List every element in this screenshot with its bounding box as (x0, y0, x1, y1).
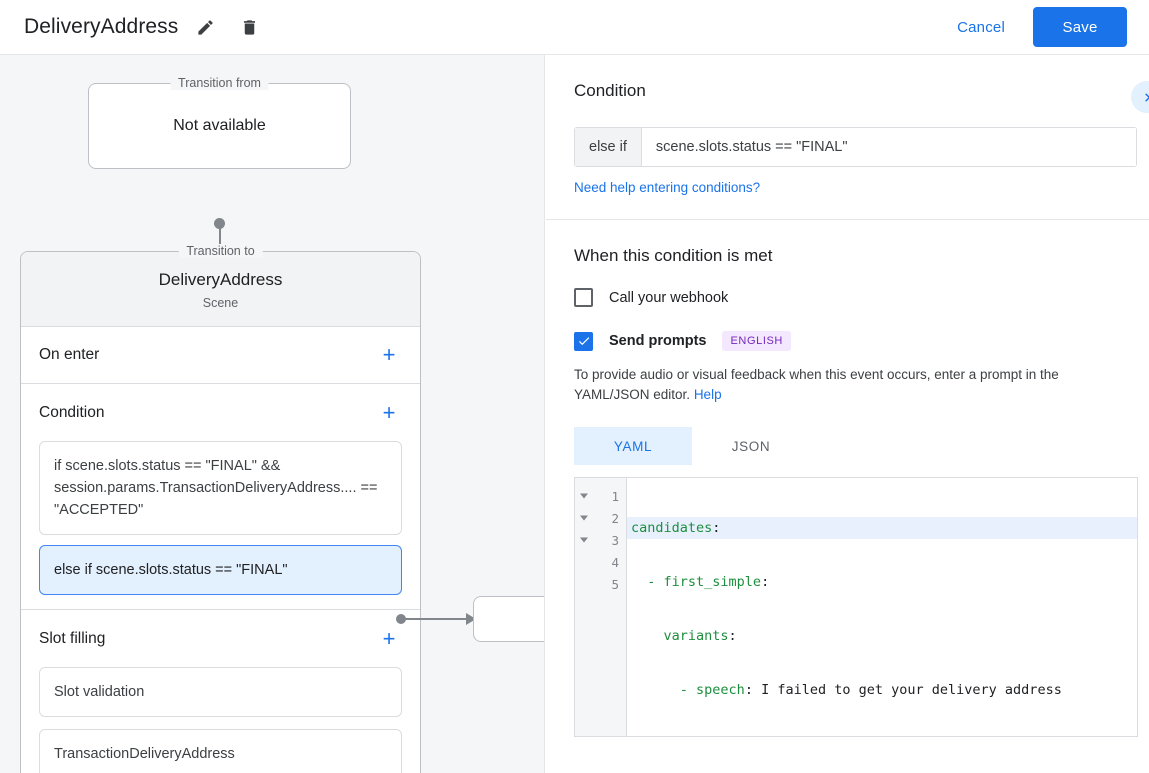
code-line: - speech: I failed to get your delivery … (627, 679, 1137, 701)
condition-card-selected[interactable]: else if scene.slots.status == "FINAL" (39, 545, 402, 595)
transition-to-legend: Transition to (178, 244, 263, 258)
pencil-icon[interactable] (188, 10, 222, 44)
yaml-dash: - (647, 574, 664, 590)
slot-card[interactable]: TransactionDeliveryAddress (39, 729, 402, 773)
line-number: 5 (611, 576, 619, 592)
code-line (627, 733, 1137, 736)
code-line: candidates: (627, 517, 1137, 539)
trash-icon[interactable] (232, 10, 266, 44)
section-title-on-enter: On enter (39, 346, 100, 363)
condition-prefix: else if (575, 128, 642, 166)
scene-node-title: DeliveryAddress (158, 270, 283, 289)
connector-dot-condition (396, 614, 406, 624)
fold-arrow-icon[interactable] (580, 537, 588, 543)
yaml-indent (631, 574, 647, 590)
yaml-value: I failed to get your delivery address (752, 682, 1062, 698)
editor-gutter: 1 2 3 4 5 (575, 478, 627, 736)
send-prompts-label: Send prompts (609, 333, 707, 349)
yaml-indent (631, 628, 664, 644)
condition-input[interactable] (641, 128, 1136, 166)
gutter-line: 1 (575, 485, 626, 507)
yaml-key: candidates (631, 520, 713, 536)
yaml-key: first_simple (663, 574, 762, 590)
tab-json[interactable]: JSON (692, 427, 810, 465)
transition-to-node[interactable]: Transition to DeliveryAddress Scene On e… (20, 244, 421, 773)
add-condition-button[interactable]: + (376, 400, 402, 426)
condition-list: if scene.slots.status == "FINAL" && sess… (21, 441, 420, 610)
section-header-condition: Condition + (21, 384, 420, 441)
editor-code-area[interactable]: candidates: - first_simple: variants: - … (627, 478, 1137, 736)
send-prompts-checkbox[interactable] (574, 331, 593, 351)
transition-from-value: Not available (173, 117, 266, 134)
fold-arrow-icon[interactable] (580, 493, 588, 499)
section-title-condition: Condition (39, 403, 105, 421)
connector-line-right (404, 618, 466, 620)
language-badge: ENGLISH (722, 331, 791, 351)
chevron-right-icon[interactable] (1131, 81, 1149, 113)
code-editor[interactable]: 1 2 3 4 5 candidates: - first_simple: va… (574, 477, 1138, 737)
yaml-key: variants (663, 628, 729, 644)
slot-validation-card[interactable]: Slot validation (39, 667, 402, 717)
tab-yaml[interactable]: YAML (574, 427, 692, 465)
page-title: DeliveryAddress (24, 15, 179, 38)
gutter-line: 3 (575, 529, 626, 551)
condition-card[interactable]: if scene.slots.status == "FINAL" && sess… (39, 441, 402, 535)
transition-from-legend: Transition from (170, 76, 269, 90)
connector-arrow-right (466, 613, 476, 625)
line-number: 2 (611, 510, 619, 526)
connector-line-down (219, 223, 221, 255)
condition-input-row[interactable]: else if (574, 127, 1137, 167)
condition-help-row: Need help entering conditions? (574, 179, 1121, 197)
transition-from-node[interactable]: Transition from Not available (88, 76, 351, 169)
line-number: 4 (611, 554, 619, 570)
flow-canvas[interactable]: Transition from Not available Transition… (0, 55, 545, 773)
webhook-row[interactable]: Call your webhook (574, 288, 1121, 307)
condition-heading: Condition (574, 81, 646, 100)
gutter-line: 4 (575, 551, 626, 573)
target-node-stub[interactable] (473, 596, 544, 642)
yaml-dash: - (679, 682, 697, 698)
app-header: DeliveryAddress Cancel Save (0, 0, 1149, 55)
when-met-heading: When this condition is met (574, 246, 773, 265)
call-webhook-checkbox[interactable] (574, 288, 593, 307)
save-button[interactable]: Save (1033, 7, 1127, 47)
yaml-key: speech (696, 682, 745, 698)
call-webhook-label: Call your webhook (609, 289, 729, 306)
details-panel: Condition else if Need help entering con… (546, 55, 1149, 773)
section-header-on-enter: On enter + (21, 327, 420, 384)
gutter-line: 2 (575, 507, 626, 529)
prompts-helper-sentence: To provide audio or visual feedback when… (574, 367, 1059, 402)
gutter-line: 5 (575, 573, 626, 595)
line-number: 3 (611, 532, 619, 548)
cancel-button[interactable]: Cancel (943, 11, 1019, 44)
scene-node-subtitle: Scene (202, 296, 239, 310)
prompts-helper-text: To provide audio or visual feedback when… (574, 365, 1121, 405)
line-number: 1 (611, 488, 619, 504)
code-line: - first_simple: (627, 571, 1137, 593)
add-slot-filling-button[interactable]: + (376, 626, 402, 652)
slot-filling-list: Slot validation TransactionDeliveryAddre… (21, 667, 420, 773)
fold-arrow-icon[interactable] (580, 515, 588, 521)
need-help-link[interactable]: Need help entering conditions? (574, 180, 761, 195)
code-line: variants: (627, 625, 1137, 647)
condition-section: Condition else if Need help entering con… (546, 55, 1149, 220)
when-condition-met-section: When this condition is met Call your web… (546, 220, 1149, 759)
help-link[interactable]: Help (693, 387, 722, 402)
add-on-enter-button[interactable]: + (376, 342, 402, 368)
section-header-slot-filling: Slot filling + (21, 610, 420, 667)
editor-tabs: YAML JSON (574, 427, 1121, 465)
scene-node-header: DeliveryAddress Scene (21, 252, 420, 327)
yaml-indent (631, 682, 680, 698)
section-title-slot-filling: Slot filling (39, 629, 106, 647)
send-prompts-row[interactable]: Send prompts ENGLISH (574, 331, 1121, 351)
